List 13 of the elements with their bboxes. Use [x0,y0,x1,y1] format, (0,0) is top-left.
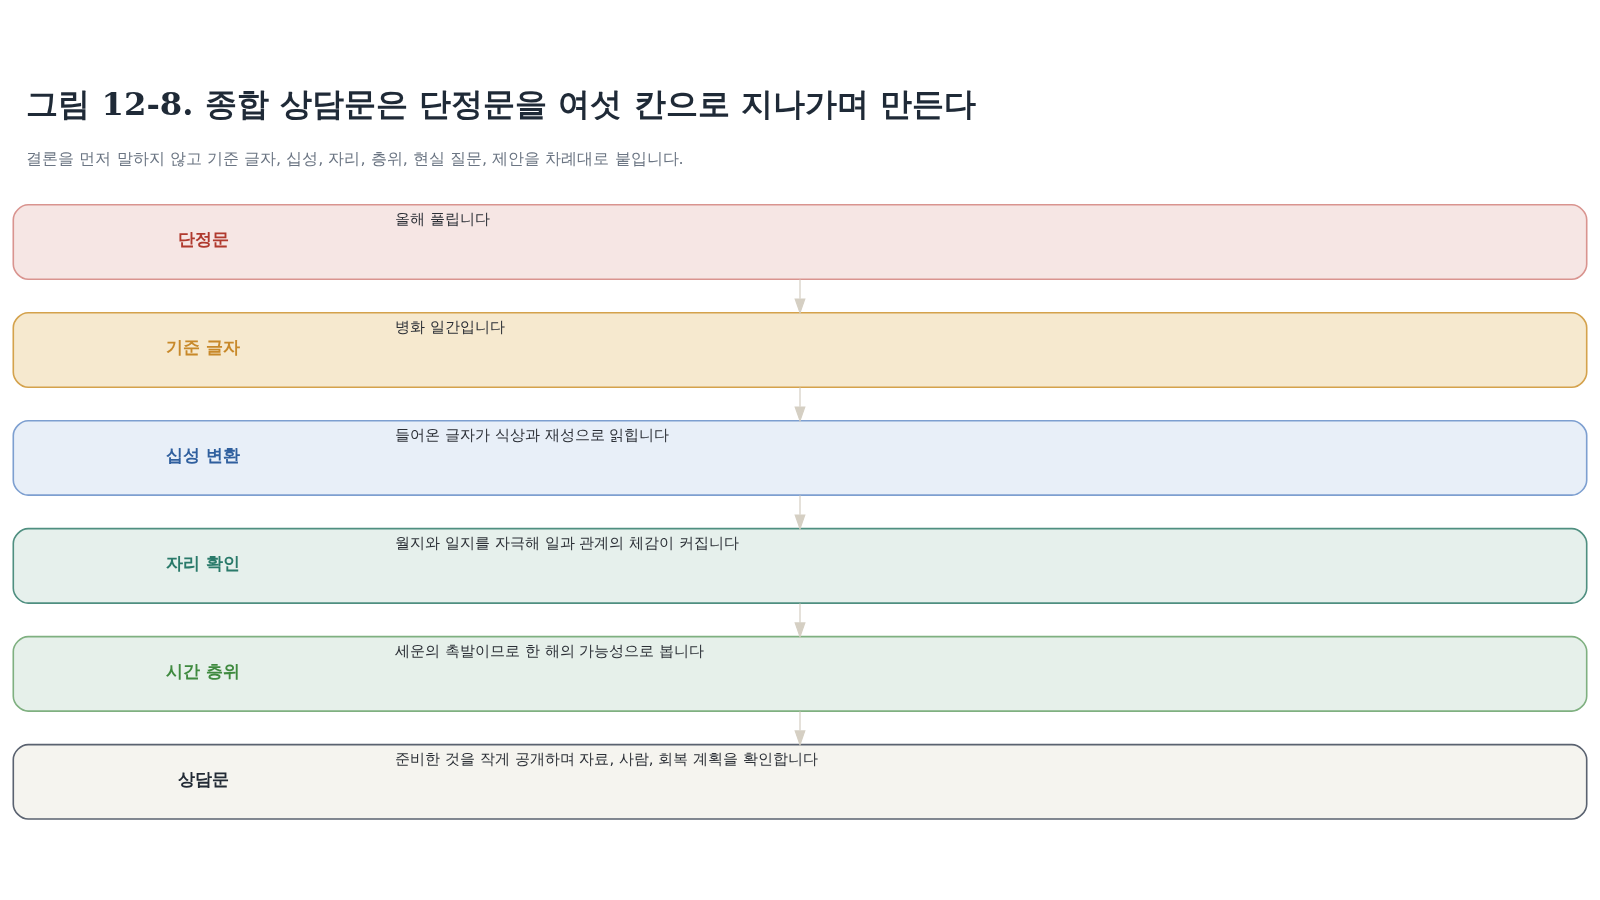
arrow [794,278,806,315]
arrow [794,386,806,423]
arrow [794,710,806,746]
node-box: 십성 변환 들어온 글자가 식상과 재성으로 읽힙니다 [12,419,1588,496]
diagram-title: 그림 12-8. 종합 상담문은 단정문을 여섯 칸으로 지나가며 만든다 [26,84,977,123]
node-box: 상담문 준비한 것을 작게 공개하며 자료, 사람, 회복 계획을 확인합니다 [12,743,1588,820]
arrow [794,602,806,638]
node-box: 자리 확인 월지와 일지를 자극해 일과 관계의 체감이 커집니다 [12,527,1588,604]
node-box: 기준 글자 병화 일간입니다 [12,311,1588,388]
caption: 결론을 먼저 말하지 않고 기준 글자, 십성, 자리, 층위, 현실 질문, 제안을 차례대로 붙입니다. [26,148,684,168]
node-box: 시간 층위 세운의 촉발이므로 한 해의 가능성으로 봅니다 [12,635,1588,712]
node-box: 단정문 올해 풀립니다 [12,203,1588,280]
arrow [794,494,806,531]
